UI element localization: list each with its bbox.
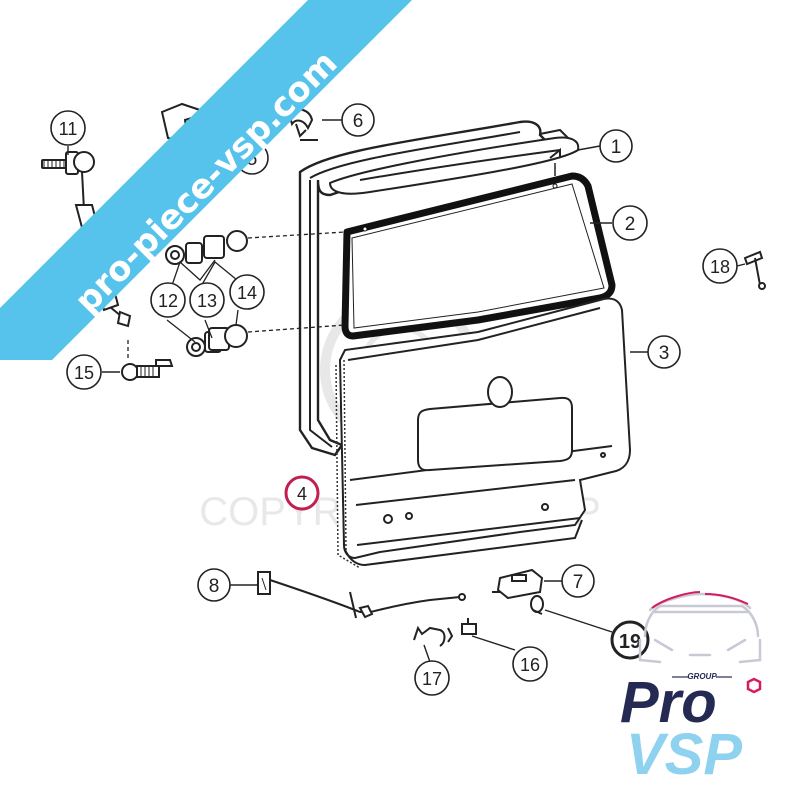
callout-8: 8 (197, 568, 231, 602)
gas-strut-upper-mount (41, 151, 95, 175)
logo-group-text: GROUP (687, 672, 717, 681)
svg-text:17: 17 (422, 669, 442, 689)
svg-text:11: 11 (59, 119, 78, 139)
tailgate-seal (298, 120, 571, 457)
svg-text:6: 6 (353, 111, 364, 132)
svg-text:14: 14 (237, 283, 257, 303)
car-accent-lines (651, 591, 749, 609)
rear-window-glass (341, 172, 616, 340)
callout-7: 7 (561, 564, 595, 598)
provsp-logo: GROUP Pro VSP (620, 591, 762, 787)
svg-text:18: 18 (710, 257, 730, 277)
svg-text:15: 15 (74, 363, 94, 383)
svg-text:7: 7 (573, 572, 584, 593)
svg-text:2: 2 (625, 214, 636, 235)
callout-16: 16 (512, 646, 548, 682)
svg-text:1: 1 (611, 137, 622, 158)
switch-part (461, 618, 477, 635)
callout-14: 14 (229, 274, 265, 310)
svg-text:8: 8 (209, 576, 220, 597)
wiring-connector (413, 625, 454, 647)
callout-18: 18 (702, 248, 738, 284)
callout-4: 4 (284, 475, 320, 511)
pin (743, 250, 766, 290)
car-outline-icon (638, 592, 762, 664)
callout-11: 11 (50, 110, 86, 146)
callout-3: 3 (647, 335, 681, 369)
svg-text:3: 3 (659, 343, 670, 364)
website-banner-text: pro-piece-vsp.com (67, 43, 345, 321)
callout-12: 12 (150, 282, 186, 318)
callout-leaders (67, 119, 746, 663)
leader-lines (127, 231, 346, 360)
hinge-fixing-leaders (166, 259, 239, 343)
svg-text:16: 16 (520, 655, 540, 675)
logo-vsp-text: VSP (626, 722, 742, 787)
callout-2: 2 (612, 205, 648, 241)
tailgate-panel (338, 297, 632, 560)
hinge-fixing-parts (165, 230, 248, 357)
callout-13: 13 (189, 282, 225, 318)
lock-cable-assembly (257, 571, 466, 619)
callout-6: 6 (341, 103, 375, 137)
light-bulb (530, 595, 544, 615)
callout-15: 15 (66, 354, 102, 390)
logo-accent-hexagon (746, 677, 762, 694)
logo-pro-text: Pro (620, 670, 717, 735)
svg-text:19: 19 (619, 631, 641, 653)
lower-ball-stud (121, 359, 174, 381)
lock-actuator (492, 568, 544, 600)
svg-text:13: 13 (197, 291, 217, 311)
tailgate-bottom-lip (344, 519, 583, 567)
svg-text:4: 4 (297, 484, 307, 504)
callout-1: 1 (599, 129, 633, 163)
callout-19: 19 (610, 620, 650, 660)
svg-text:12: 12 (158, 291, 178, 311)
callout-17: 17 (414, 660, 450, 696)
